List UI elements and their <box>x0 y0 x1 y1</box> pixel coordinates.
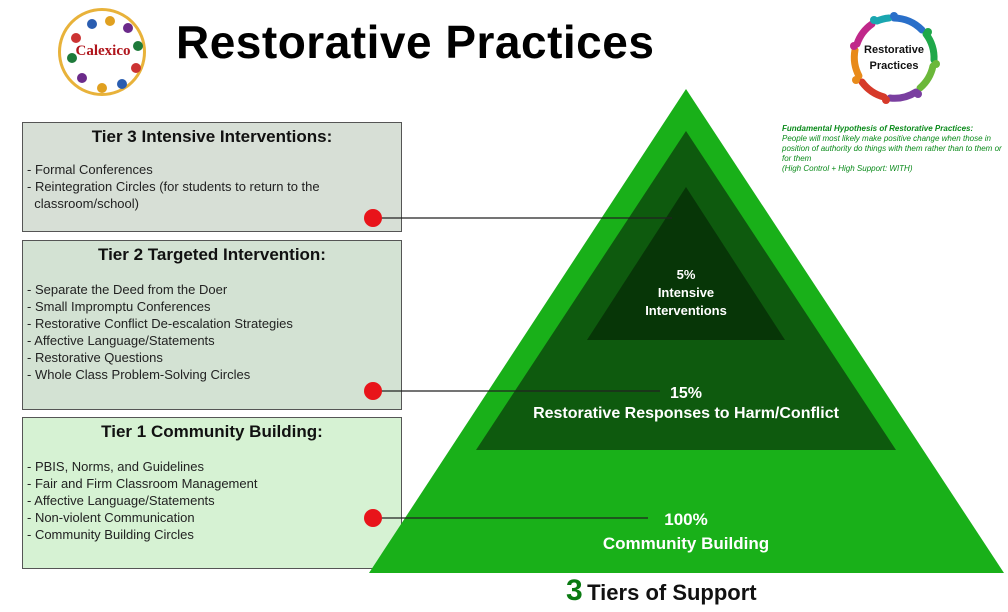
logo-seal-icon <box>97 83 107 93</box>
logo-seal-icon <box>71 33 81 43</box>
inner-tier-line2: Interventions <box>645 303 727 318</box>
hypothesis-body: People will most likely make positive ch… <box>782 134 1002 163</box>
tier-3-list: - Formal Conferences - Reintegration Cir… <box>23 161 401 212</box>
list-item: classroom/school) <box>27 196 139 211</box>
list-item: - Whole Class Problem-Solving Circles <box>27 367 251 382</box>
footer-number: 3 <box>566 574 583 607</box>
logo-text: Calexico <box>75 43 131 59</box>
tier-3-heading: Tier 3 Intensive Interventions: <box>91 127 333 146</box>
logo-line-1: Restorative <box>864 44 924 56</box>
list-item: - Affective Language/Statements <box>27 493 215 508</box>
tier-3-marker <box>364 209 382 227</box>
tier-2-box: Tier 2 Targeted Intervention: - Separate… <box>22 240 402 410</box>
pyramid-inner-tier <box>587 187 785 340</box>
logo-seal-icon <box>105 16 115 26</box>
logo-seal-icon <box>133 41 143 51</box>
people-circle-icon <box>850 12 940 104</box>
tier-2-list: - Separate the Deed from the Doer - Smal… <box>23 281 401 383</box>
page-title: Restorative Practices <box>176 16 655 68</box>
middle-tier-line1: Restorative Responses to Harm/Conflict <box>533 405 839 422</box>
list-item: - Small Impromptu Conferences <box>27 299 211 314</box>
inner-tier-pct: 5% <box>676 267 696 282</box>
list-item: - Fair and Firm Classroom Management <box>27 476 258 491</box>
footer-caption: 3 Tiers of Support <box>566 574 826 608</box>
logo-seal-icon <box>123 23 133 33</box>
list-item: - Reintegration Circles (for students to… <box>27 179 320 194</box>
middle-tier-pct: 15% <box>669 385 703 402</box>
list-item: - Restorative Conflict De-escalation Str… <box>27 316 293 331</box>
list-item: - Restorative Questions <box>27 350 163 365</box>
list-item: - Separate the Deed from the Doer <box>27 282 228 297</box>
tier-3-box: Tier 3 Intensive Interventions: - Formal… <box>22 122 402 232</box>
footer-text: Tiers of Support <box>587 580 757 605</box>
tier-1-heading: Tier 1 Community Building: <box>101 422 323 441</box>
tier-1-list: - PBIS, Norms, and Guidelines - Fair and… <box>23 458 401 543</box>
inner-tier-line1: Intensive <box>657 285 715 300</box>
tier-2-marker <box>364 382 382 400</box>
tier-1-box: Tier 1 Community Building: - PBIS, Norms… <box>22 417 402 569</box>
base-tier-label: 100% Community Building <box>546 508 826 556</box>
middle-tier-label: 15% Restorative Responses to Harm/Confli… <box>486 384 886 424</box>
logo-seal-icon <box>77 73 87 83</box>
logo-seal-icon <box>131 63 141 73</box>
tier-2-heading: Tier 2 Targeted Intervention: <box>98 245 326 264</box>
base-tier-line1: Community Building <box>602 534 770 553</box>
logo-seal-icon <box>87 19 97 29</box>
inner-tier-label: 5% Intensive Interventions <box>606 266 766 320</box>
logo-seal-icon <box>67 53 77 63</box>
hypothesis-note-text: (High Control + High Support: WITH) <box>782 164 913 173</box>
logo-seal-icon <box>117 79 127 89</box>
list-item: - PBIS, Norms, and Guidelines <box>27 459 205 474</box>
list-item: - Community Building Circles <box>27 527 194 542</box>
hypothesis-note: Fundamental Hypothesis of Restorative Pr… <box>782 124 1006 174</box>
district-logo: Calexico <box>58 8 146 96</box>
hypothesis-heading: Fundamental Hypothesis of Restorative Pr… <box>782 124 974 133</box>
list-item: - Non-violent Communication <box>27 510 195 525</box>
list-item: - Affective Language/Statements <box>27 333 215 348</box>
restorative-practices-logo: Restorative Practices <box>846 10 942 106</box>
logo-line-2: Practices <box>869 60 919 72</box>
list-item: - Formal Conferences <box>27 162 153 177</box>
tier-1-marker <box>364 509 382 527</box>
base-tier-pct: 100% <box>664 510 708 529</box>
